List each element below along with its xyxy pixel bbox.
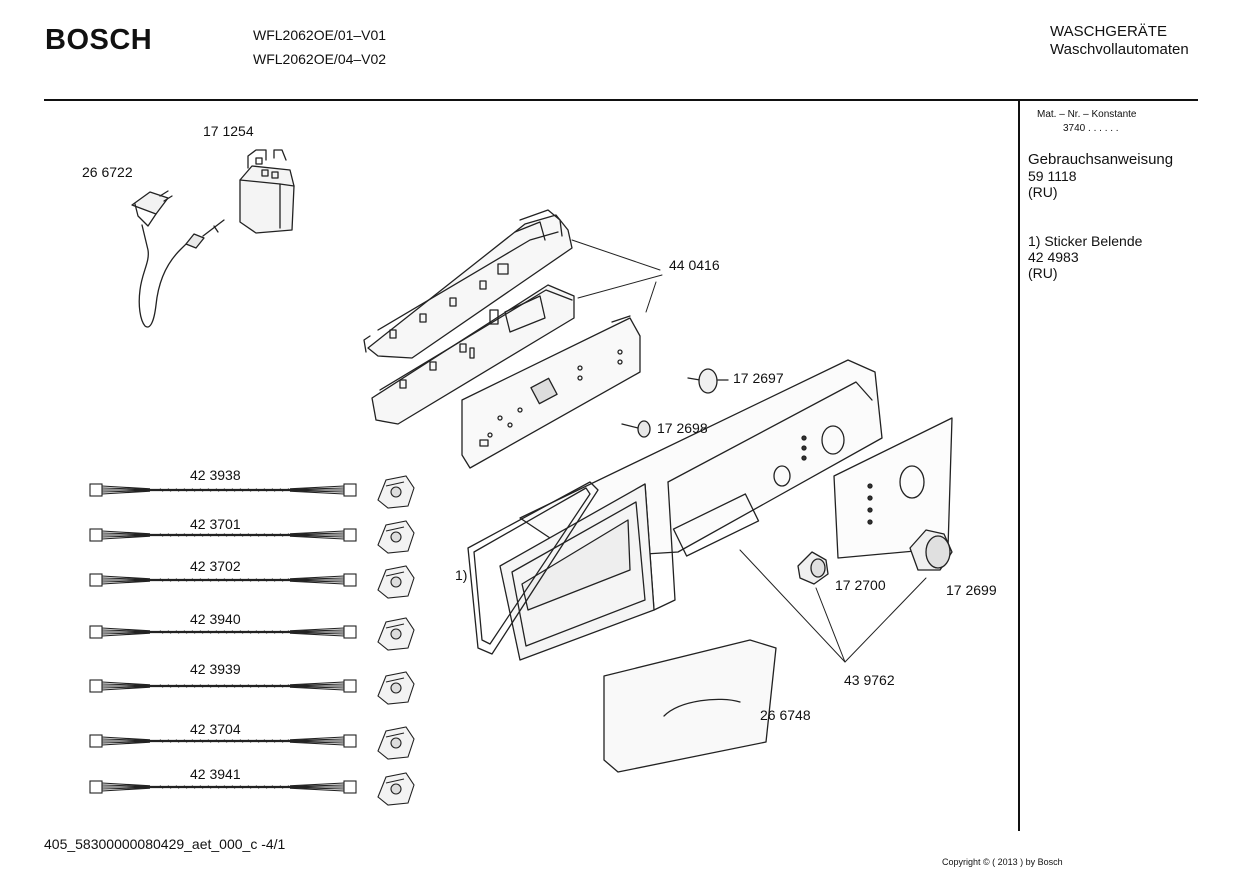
sidebar-divider [1018, 100, 1020, 831]
sticker-language: (RU) [1028, 265, 1058, 281]
knob-large-drawing [909, 529, 953, 571]
category-subtitle: Waschvollautomaten [1050, 41, 1189, 58]
wire-harness-3 [89, 565, 415, 599]
model-number-1: WFL2062OE/01–V01 [253, 27, 387, 43]
harness-label-6: 42 3704 [190, 721, 241, 737]
part-label-172697: 17 2697 [733, 370, 784, 386]
manual-language: (RU) [1028, 184, 1058, 200]
knob-small-drawing [797, 551, 829, 585]
screw-drawing [621, 420, 651, 438]
footnote-marker: 1) [455, 567, 468, 583]
drawer-front-drawing [603, 639, 777, 773]
part-label-172699: 17 2699 [946, 582, 997, 598]
harness-label-3: 42 3702 [190, 558, 241, 574]
mat-number-label: Mat. – Nr. – Konstante [1037, 109, 1137, 120]
category-title: WASCHGERÄTE [1050, 23, 1167, 40]
harness-label-4: 42 3940 [190, 611, 241, 627]
sticker-number: 42 4983 [1028, 249, 1079, 265]
document-id: 405_58300000080429_aet_000_c -4/1 [44, 836, 286, 852]
brand-logo: BOSCH [45, 24, 153, 56]
model-number-2: WFL2062OE/04–V02 [253, 51, 387, 67]
manual-number: 59 1118 [1028, 168, 1077, 184]
part-label-172700: 17 2700 [835, 577, 886, 593]
part-label-439762: 43 9762 [844, 672, 895, 688]
wire-harness-2 [89, 520, 415, 554]
control-module-lower-drawing [371, 284, 575, 425]
wire-harness-1 [89, 475, 415, 509]
wire-harness-5 [89, 671, 415, 705]
wire-harness-6 [89, 726, 415, 760]
part-label-172698: 17 2698 [657, 420, 708, 436]
header-divider [44, 99, 1198, 101]
part-label-266748: 26 6748 [760, 707, 811, 723]
part-label-266722: 26 6722 [82, 164, 133, 180]
control-module-upper-drawing [363, 209, 573, 359]
copyright: Copyright © ( 2013 ) by Bosch [942, 857, 1063, 867]
manual-title: Gebrauchsanweisung [1028, 151, 1174, 168]
part-label-440416: 44 0416 [669, 257, 720, 273]
part-label-171254: 17 1254 [203, 123, 254, 139]
wire-harness-4 [89, 617, 415, 651]
interference-filter-drawing [239, 149, 295, 234]
sticker-title: 1) Sticker Belende [1028, 233, 1143, 249]
drawer-frame-drawing [499, 483, 655, 661]
knob-axle-drawing [687, 368, 729, 394]
mat-number-value: 3740 . . . . . . [1063, 123, 1119, 134]
circuit-board-drawing [461, 315, 641, 469]
sticker-gasket-drawing [467, 481, 599, 655]
harness-label-5: 42 3939 [190, 661, 241, 677]
harness-label-7: 42 3941 [190, 766, 241, 782]
harness-label-1: 42 3938 [190, 467, 241, 483]
wire-harness-7 [89, 772, 415, 806]
power-cord-drawing [131, 190, 225, 328]
harness-label-2: 42 3701 [190, 516, 241, 532]
